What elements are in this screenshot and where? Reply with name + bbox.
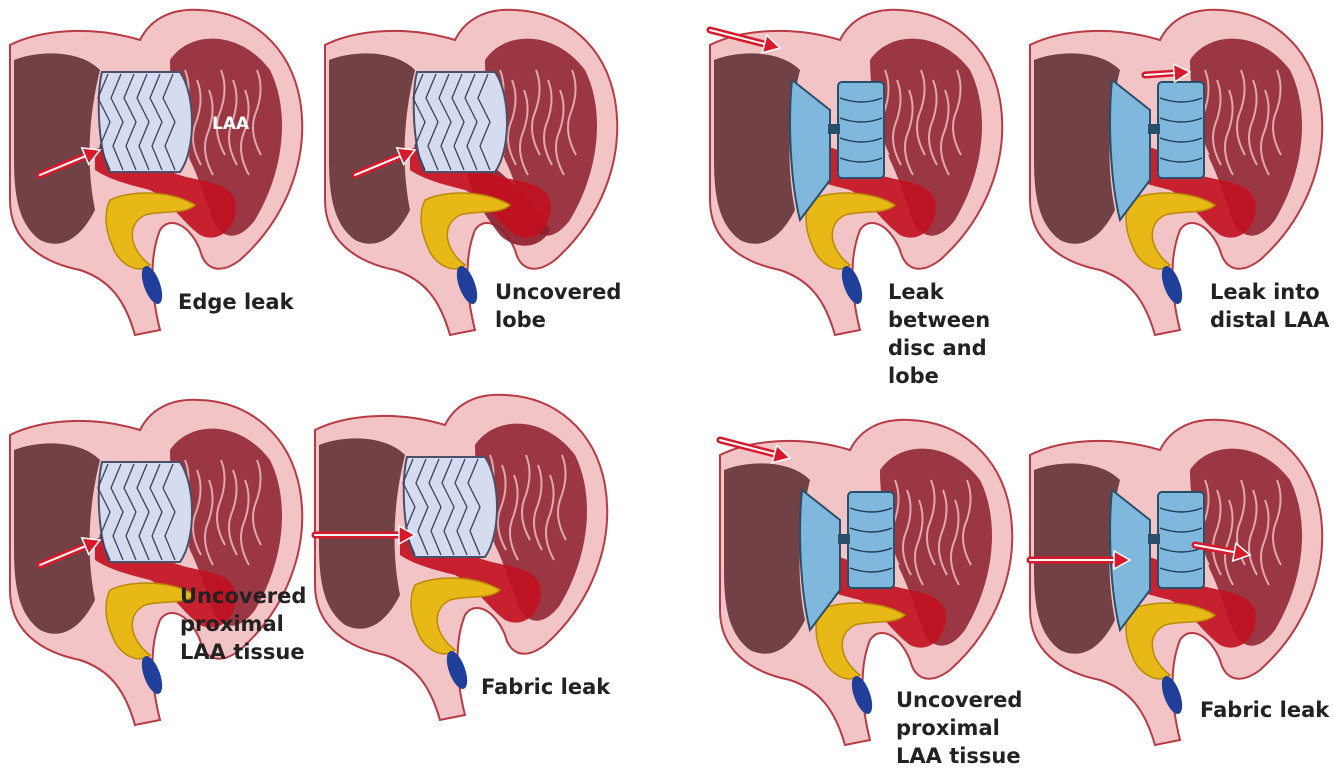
caption-uncovered-lobe: Uncovered lobe xyxy=(495,278,621,334)
panel-fabric-leak-right: Fabric leak xyxy=(1020,410,1334,780)
panel-uncovered-proximal-left: Uncovered proximal LAA tissue xyxy=(0,390,320,760)
panel-fabric-leak-left: Fabric leak xyxy=(305,385,625,755)
panel-leak-into: Leak into distal LAA xyxy=(1020,0,1334,370)
atrial-chamber xyxy=(714,53,800,243)
atrial-chamber xyxy=(724,463,810,653)
laa-label: LAA xyxy=(212,114,249,134)
caption-leak-between: Leak between disc and lobe xyxy=(888,278,1020,390)
panel-uncovered-lobe: Uncovered lobe xyxy=(315,0,635,370)
caption-uncovered-proximal-left: Uncovered proximal LAA tissue xyxy=(180,582,306,666)
caption-uncovered-proximal-right: Uncovered proximal LAA tissue xyxy=(896,686,1022,770)
heart-illustration xyxy=(0,390,320,760)
watchman-device-icon xyxy=(413,72,507,172)
caption-leak-into: Leak into distal LAA xyxy=(1210,278,1329,334)
atrial-chamber xyxy=(1034,53,1120,243)
watchman-device-icon xyxy=(98,462,192,562)
heart-illustration xyxy=(1020,410,1334,780)
panel-leak-between: Leak between disc and lobe xyxy=(700,0,1020,370)
caption-fabric-leak-right: Fabric leak xyxy=(1200,696,1329,724)
caption-edge-leak: Edge leak xyxy=(178,288,294,316)
panel-uncovered-proximal-right: Uncovered proximal LAA tissue xyxy=(710,410,1030,780)
watchman-device-icon xyxy=(403,457,497,557)
watchman-device-icon xyxy=(98,72,192,172)
panel-edge-leak: LAA Edge leak xyxy=(0,0,320,370)
caption-fabric-leak-left: Fabric leak xyxy=(481,673,610,701)
